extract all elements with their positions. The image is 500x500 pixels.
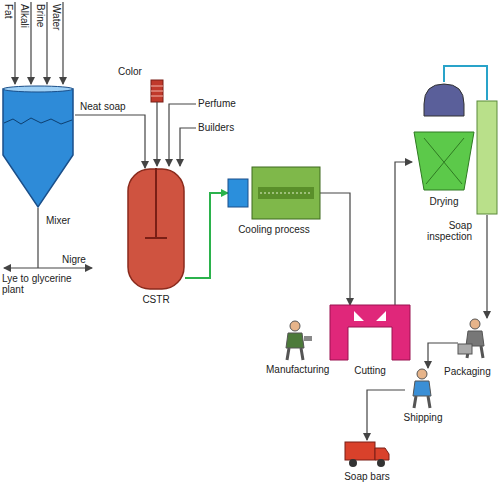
flow-connector xyxy=(185,193,228,278)
worker-icon-shape xyxy=(405,368,441,410)
node-label: Packaging xyxy=(444,366,496,377)
stream-label: Perfume xyxy=(198,98,236,109)
raw-material-arrows xyxy=(15,2,63,84)
cooling-unit-shape xyxy=(228,167,320,219)
worker-icon-shape xyxy=(278,320,312,360)
cutting-machine: Cutting xyxy=(330,305,410,360)
node-label: Manufacturing xyxy=(266,364,336,375)
dryer-shape xyxy=(412,82,476,192)
worker-icon-shape xyxy=(458,318,496,364)
node-label: Soap inspection xyxy=(414,220,472,242)
node-label: Shipping xyxy=(397,412,449,423)
worker-icon: Packaging xyxy=(458,318,496,364)
input-label: Brine xyxy=(35,4,46,27)
builders-line xyxy=(180,128,196,166)
cooling-unit: Cooling process xyxy=(228,167,320,219)
inspection-unit: Soap inspection xyxy=(476,100,498,215)
color-dosing xyxy=(151,80,163,166)
flow-connector xyxy=(75,115,145,168)
truck-icon: Soap bars xyxy=(345,440,389,468)
node-label: Drying xyxy=(412,196,476,207)
inspection-unit-shape xyxy=(476,100,498,215)
mixer-tank: Mixer xyxy=(1,85,75,208)
stream-label: Color xyxy=(118,66,142,77)
stream-label: Lye to glycerine plant xyxy=(2,273,80,295)
cstr-reactor: CSTR xyxy=(127,168,185,290)
node-label: Soap bars xyxy=(339,471,395,482)
mixer-tank-shape xyxy=(1,85,75,208)
node-label: Mixer xyxy=(46,215,86,226)
node-label: Cutting xyxy=(330,365,410,376)
cstr-reactor-shape xyxy=(127,168,185,290)
perfume-line xyxy=(169,104,196,166)
flow-connector xyxy=(486,215,487,318)
mixer-outlets xyxy=(4,208,92,268)
stream-label: Builders xyxy=(198,122,234,133)
input-label: Water xyxy=(51,4,62,30)
node-label: CSTR xyxy=(127,294,185,305)
edge-label: Neat soap xyxy=(80,101,126,112)
flow-connector xyxy=(367,390,405,440)
worker-icon: Shipping xyxy=(405,368,441,410)
truck-icon-shape xyxy=(345,440,389,468)
flow-connector xyxy=(320,193,350,305)
stream-label: Nigre xyxy=(62,254,86,265)
dryer: Drying xyxy=(412,82,476,192)
worker-icon: Manufacturing xyxy=(278,320,312,360)
node-label: Cooling process xyxy=(224,224,324,235)
flow-connector xyxy=(428,343,458,368)
input-label: Alkali xyxy=(19,4,30,28)
cutting-machine-shape xyxy=(330,305,410,360)
input-label: Fat xyxy=(3,4,14,18)
flow-connector xyxy=(395,162,412,305)
